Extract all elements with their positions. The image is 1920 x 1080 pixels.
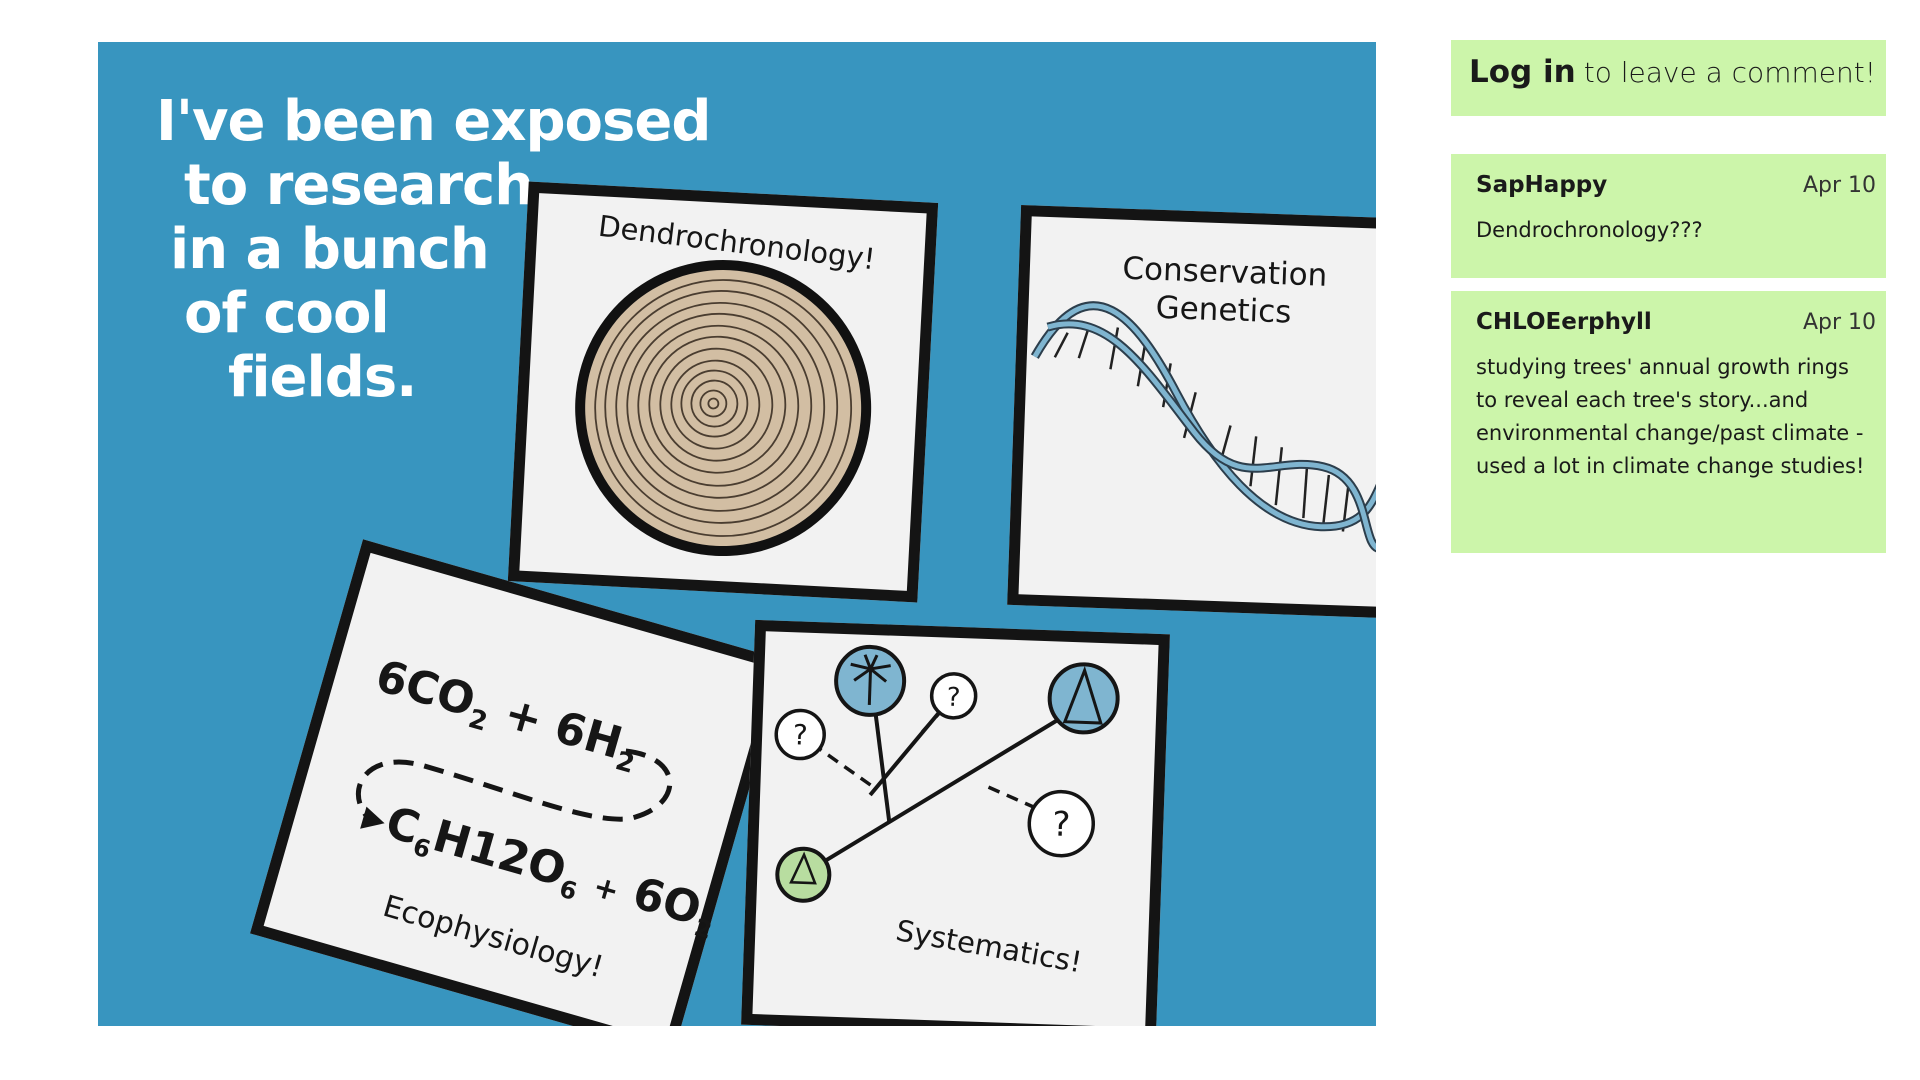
- panel-dendrochronology: Dendrochronology!: [507, 181, 939, 603]
- comment-header: SapHappy Apr 10: [1476, 172, 1876, 198]
- login-link[interactable]: Log in: [1469, 54, 1576, 90]
- tree-rings-icon: [575, 260, 872, 557]
- comic-headline: I've been exposed to research in a bunch…: [156, 89, 711, 410]
- comment-date: Apr 10: [1802, 173, 1876, 198]
- phylogenetic-tree-icon: ? ? ?: [774, 644, 1120, 903]
- equation-plus: +: [589, 869, 623, 910]
- comment-date: Apr 10: [1802, 310, 1876, 335]
- headline-line: of cool: [184, 281, 390, 346]
- panel-systematics: ? ? ? Systematics!: [741, 619, 1170, 1026]
- comment-text: Dendrochronology???: [1476, 218, 1703, 242]
- headline-line: I've been exposed: [156, 89, 711, 154]
- photosynthesis-arrow-icon: [355, 748, 673, 829]
- comment-text: studying trees' annual growth rings to r…: [1476, 355, 1865, 478]
- panel-ecophysiology: 6CO2 + 6H2 C6H12O6 + 6O2 Ecophysiology!: [250, 539, 786, 1026]
- login-prompt-text: to leave a comment!: [1583, 56, 1876, 89]
- headline-line: to research: [184, 153, 534, 218]
- equation-plus: +: [498, 687, 549, 747]
- comment-author[interactable]: SapHappy: [1476, 172, 1608, 198]
- comment-author[interactable]: CHLOEerphyll: [1476, 309, 1652, 335]
- headline-line: fields.: [228, 345, 417, 410]
- comment-card: CHLOEerphyll Apr 10 studying trees' annu…: [1451, 291, 1886, 553]
- panel-label-conservation: Conservation Genetics: [1088, 249, 1360, 334]
- comment-card: SapHappy Apr 10 Dendrochronology???: [1451, 154, 1886, 278]
- question-mark: ?: [946, 683, 961, 713]
- panel-conservation-genetics: Conservation Genetics: [1007, 205, 1376, 619]
- headline-line: in a bunch: [170, 217, 490, 282]
- question-mark: ?: [792, 718, 808, 751]
- dna-helix-icon: [1030, 301, 1376, 554]
- comic-image: I've been exposed to research in a bunch…: [98, 42, 1376, 1026]
- comment-header: CHLOEerphyll Apr 10: [1476, 309, 1876, 335]
- node-leaf-icon: [775, 846, 832, 903]
- question-mark: ?: [1052, 804, 1071, 845]
